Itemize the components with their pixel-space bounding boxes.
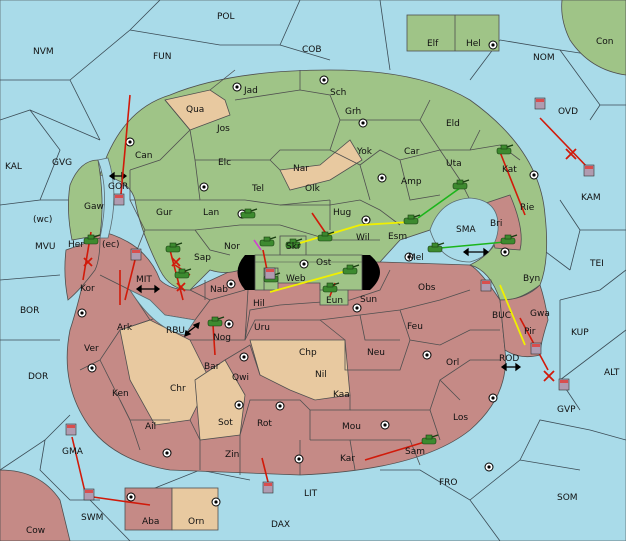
army-unit <box>317 231 335 242</box>
province-sot[interactable] <box>194 359 246 441</box>
province-cow[interactable] <box>0 469 71 541</box>
fleet-unit <box>130 248 142 261</box>
gate-west <box>237 255 255 290</box>
province-con[interactable] <box>561 0 626 76</box>
province-nar[interactable] <box>279 139 363 191</box>
fleet-unit <box>480 279 492 292</box>
province-orn[interactable] <box>171 487 219 531</box>
sea-rbu[interactable] <box>128 289 196 336</box>
fleet-unit <box>583 164 595 177</box>
army-units[interactable] <box>83 144 518 445</box>
province-gwa-pir[interactable] <box>499 284 549 358</box>
army-unit <box>259 236 277 247</box>
army-unit <box>496 144 514 155</box>
fleet-unit <box>65 423 77 436</box>
island-elf-hel[interactable] <box>406 14 500 52</box>
army-unit <box>240 208 258 219</box>
army-unit <box>322 282 340 293</box>
army-unit <box>500 234 518 245</box>
sea-sma[interactable] <box>429 197 499 263</box>
army-unit <box>83 234 101 245</box>
fleet-unit <box>534 97 546 110</box>
fleet-unit <box>113 193 125 206</box>
double-arrows <box>108 171 522 372</box>
fleet-unit <box>558 378 570 391</box>
province-kor[interactable] <box>64 237 101 301</box>
army-unit <box>452 179 470 190</box>
fleet-units[interactable] <box>65 97 595 501</box>
army-unit <box>174 268 192 279</box>
province-gaw[interactable] <box>68 159 103 241</box>
army-unit <box>285 238 303 249</box>
fleet-unit <box>262 481 274 494</box>
failed-orders <box>83 148 577 382</box>
province-ost-web[interactable] <box>254 254 363 291</box>
army-unit <box>403 214 421 225</box>
army-unit <box>421 434 439 445</box>
gate-east <box>362 255 380 290</box>
army-unit <box>342 264 360 275</box>
army-unit <box>207 316 225 327</box>
fleet-unit <box>264 267 276 280</box>
fleet-unit <box>83 488 95 501</box>
army-unit <box>165 242 183 253</box>
army-unit <box>427 242 445 253</box>
fleet-unit <box>530 342 542 355</box>
